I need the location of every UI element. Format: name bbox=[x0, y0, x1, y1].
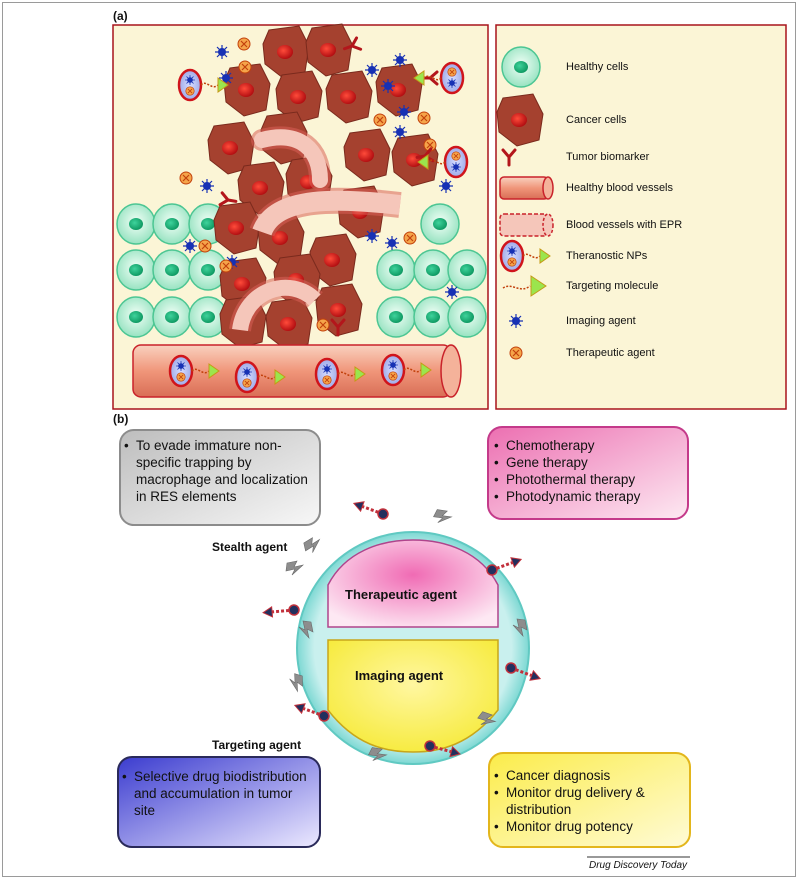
legend-label-healthy-cells: Healthy cells bbox=[566, 61, 629, 73]
imaging-agent-label: Imaging agent bbox=[355, 668, 444, 683]
theranostic-nanoparticle bbox=[296, 531, 530, 765]
therapeutic-agent-icon bbox=[509, 346, 523, 360]
targeting-molecule-icon bbox=[502, 275, 547, 297]
therapeutic-agent-label: Therapeutic agent bbox=[345, 587, 457, 602]
stealth-agent-label: Stealth agent bbox=[212, 540, 288, 554]
stealth-function-item: To evade immature non-specific trapping … bbox=[124, 437, 316, 505]
legend-label-targeting-molecule: Targeting molecule bbox=[566, 280, 659, 292]
stealth-function-box: To evade immature non-specific trapping … bbox=[124, 437, 316, 505]
therapy-function-box: Chemotherapy Gene therapy Photothermal t… bbox=[494, 437, 686, 505]
legend-label-therapeutic-agent: Therapeutic agent bbox=[566, 347, 655, 359]
legend-icons bbox=[496, 46, 554, 360]
therapy-item: Photodynamic therapy bbox=[494, 488, 686, 505]
healthy-blood-vessel bbox=[132, 344, 462, 398]
legend-label-theranostic-nps: Theranostic NPs bbox=[566, 250, 648, 262]
source-credit: Drug Discovery Today bbox=[589, 860, 688, 871]
healthy-cell-icon bbox=[501, 46, 541, 88]
legend-label-imaging-agent: Imaging agent bbox=[566, 315, 636, 327]
legend-label-epr-vessels: Blood vessels with EPR bbox=[566, 219, 683, 231]
imaging-function-box: Cancer diagnosis Monitor drug delivery &… bbox=[494, 767, 686, 835]
legend-label-tumor-biomarker: Tumor biomarker bbox=[566, 151, 650, 163]
healthy-vessel-icon bbox=[499, 176, 554, 200]
panel-b-label: (b) bbox=[113, 412, 129, 426]
therapy-item: Photothermal therapy bbox=[494, 471, 686, 488]
targeting-agent-label: Targeting agent bbox=[212, 738, 302, 752]
panel-a-label: (a) bbox=[113, 9, 128, 23]
epr-vessels bbox=[229, 126, 402, 333]
targeting-function-box: Selective drug biodistribution and accum… bbox=[122, 768, 314, 819]
imaging-item: Monitor drug potency bbox=[494, 818, 686, 835]
imaging-item: Monitor drug delivery & distribution bbox=[494, 784, 686, 818]
epr-vessel-icon bbox=[499, 213, 554, 237]
legend-label-cancer-cells: Cancer cells bbox=[566, 114, 627, 126]
targeting-function-item: Selective drug biodistribution and accum… bbox=[122, 768, 314, 819]
therapy-item: Chemotherapy bbox=[494, 437, 686, 454]
healthy-tissue-left bbox=[116, 203, 228, 338]
therapy-item: Gene therapy bbox=[494, 454, 686, 471]
imaging-agent-icon bbox=[508, 313, 524, 329]
legend-label-healthy-vessels: Healthy blood vessels bbox=[566, 182, 674, 194]
imaging-item: Cancer diagnosis bbox=[494, 767, 686, 784]
